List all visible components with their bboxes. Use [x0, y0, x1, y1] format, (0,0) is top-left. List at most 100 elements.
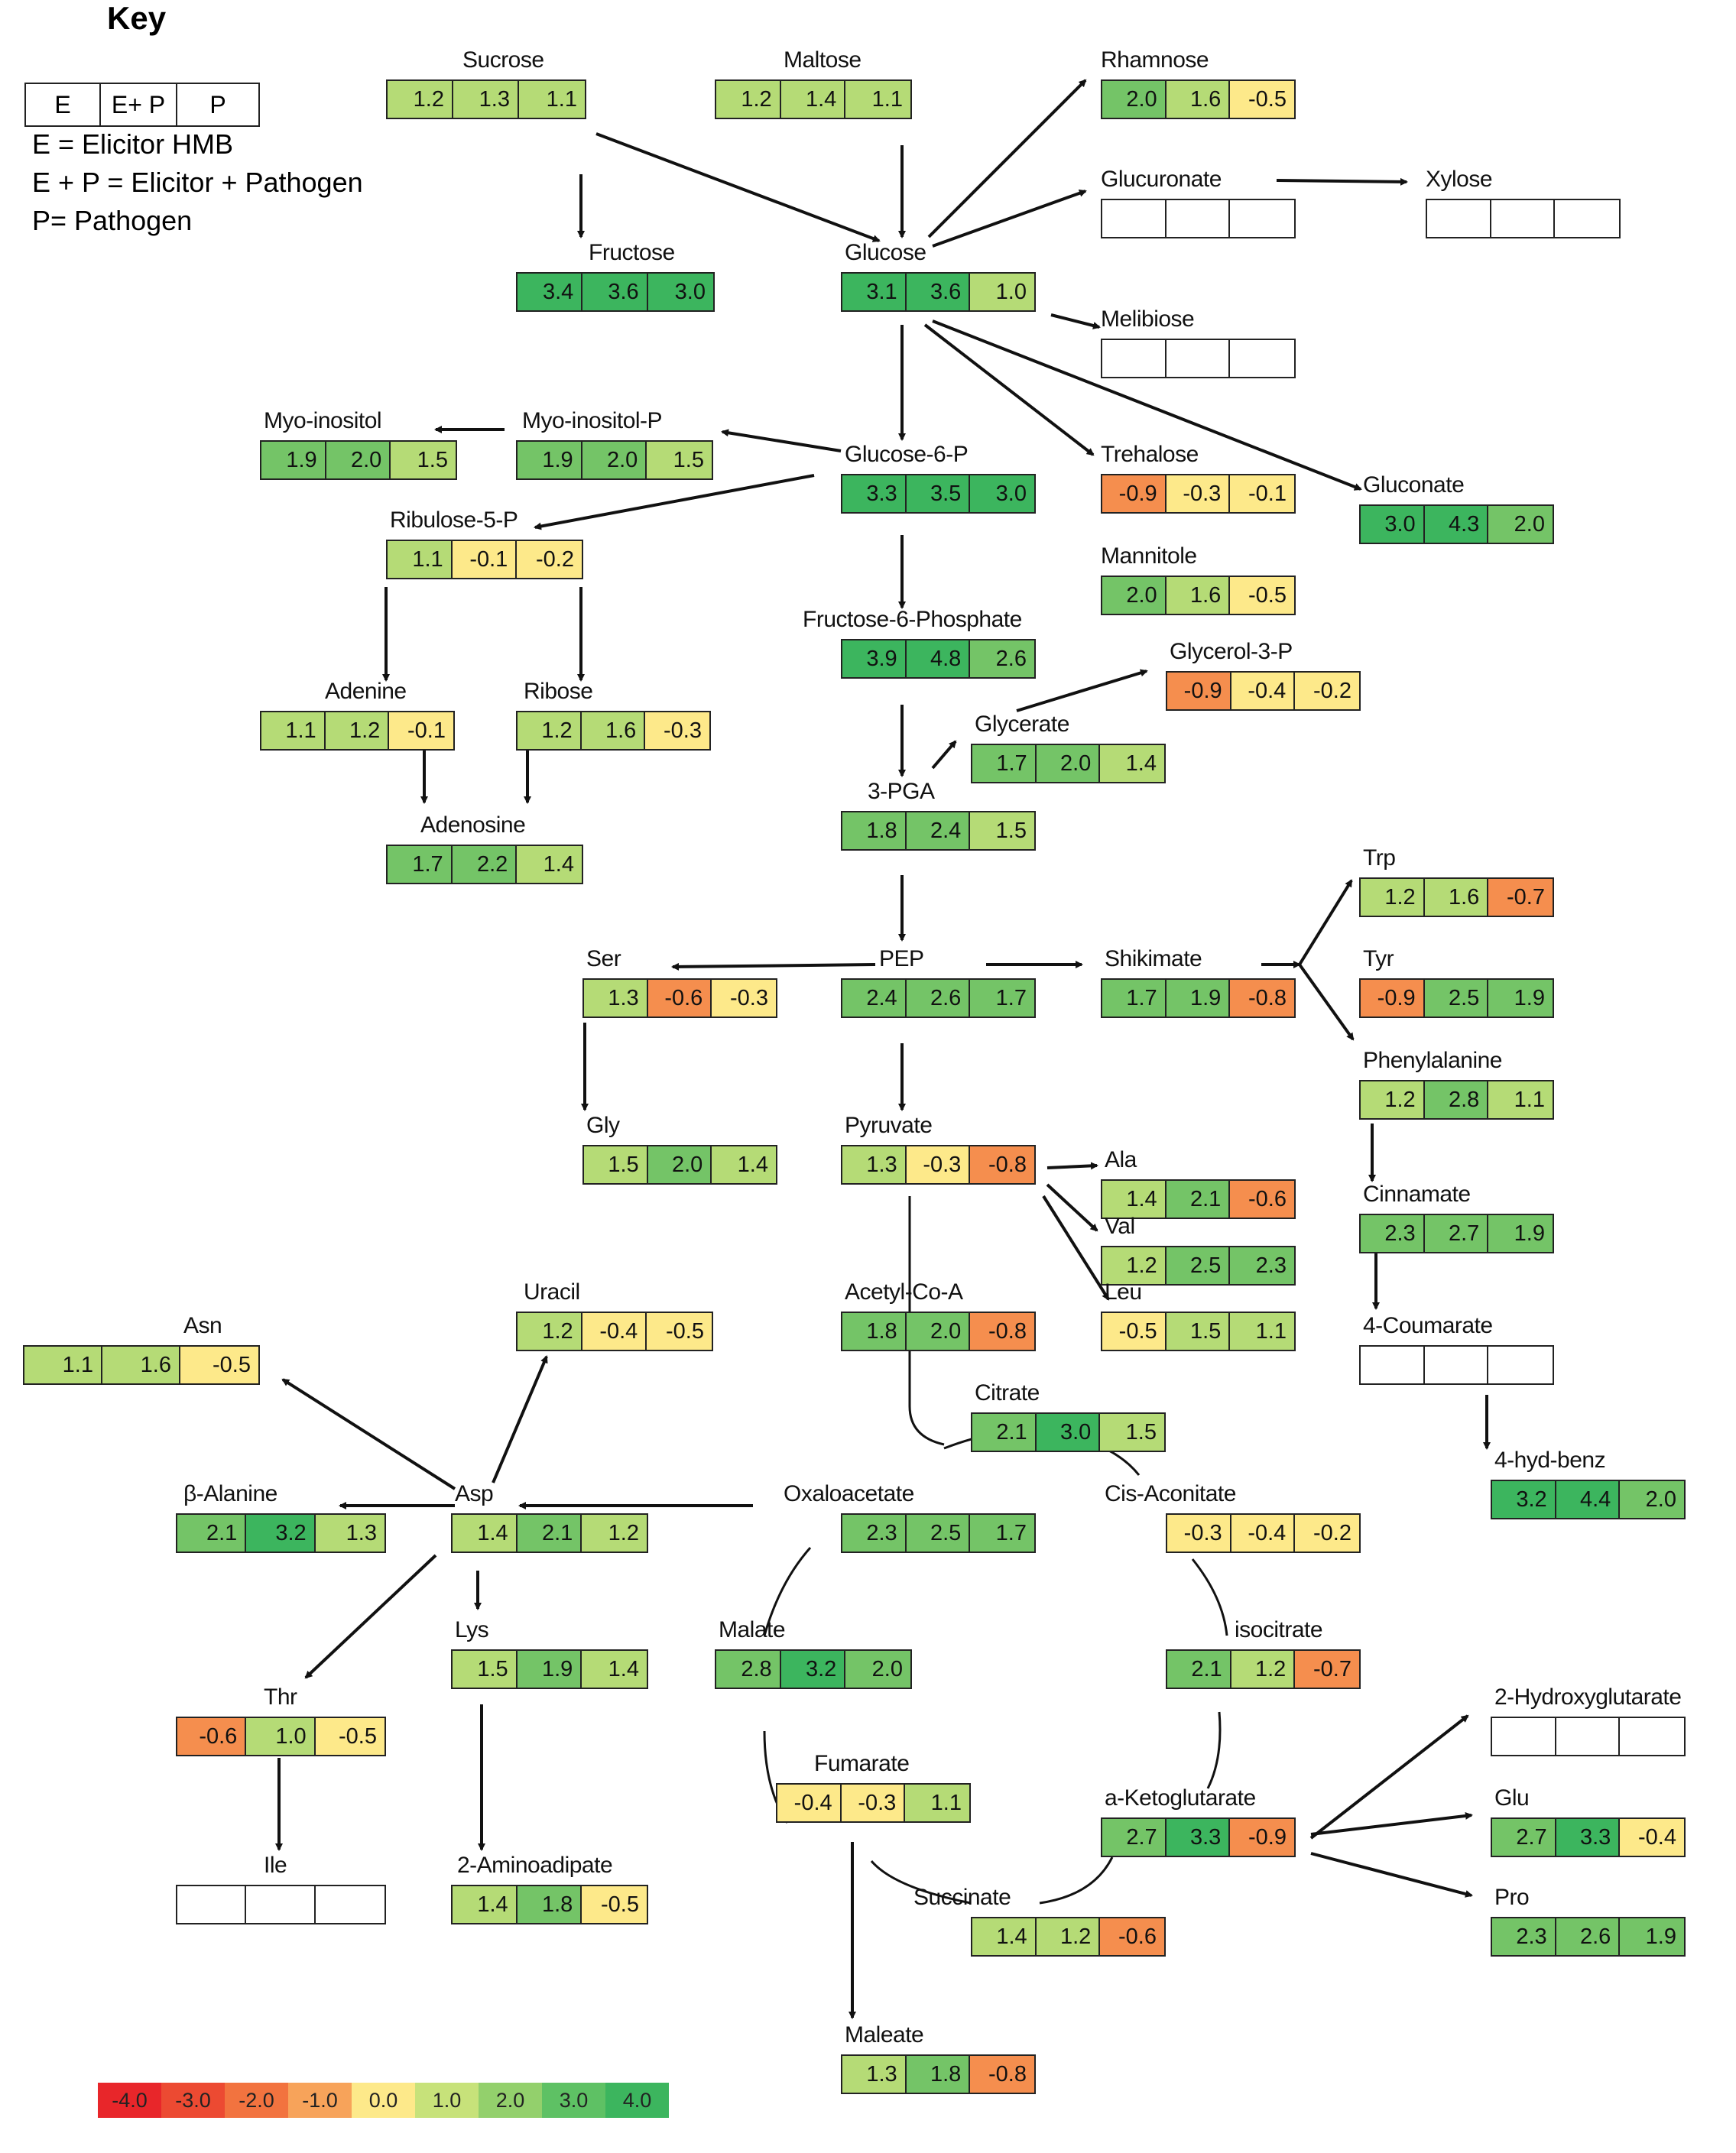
value-cell: 1.8: [842, 1313, 907, 1350]
arrow-asp-asn: [281, 1378, 456, 1490]
node-label: Pyruvate: [845, 1113, 933, 1138]
arrow-pyruvate-val: [1046, 1183, 1098, 1232]
scale-cell: 3.0: [542, 2083, 605, 2118]
value-cell: 2.3: [842, 1515, 907, 1552]
node-label: Glucuronate: [1101, 167, 1222, 192]
node-label: Shikimate: [1105, 946, 1202, 971]
value-cell: 1.4: [780, 81, 846, 118]
value-cell: 2.1: [972, 1414, 1037, 1451]
arrow-pep-ser: [671, 962, 876, 971]
node-label: Cinnamate: [1363, 1182, 1471, 1207]
value-cell: 3.2: [1492, 1481, 1556, 1518]
node-label: Myo-inositol-P: [522, 408, 663, 433]
value-cell: 2.3: [1230, 1247, 1294, 1284]
value-cell: 4.4: [1556, 1481, 1621, 1518]
value-cell: 1.1: [388, 541, 453, 578]
value-cell: 1.5: [1100, 1414, 1164, 1451]
value-cell: -0.2: [517, 541, 582, 578]
value-boxes: [176, 1885, 386, 1924]
value-cell: 1.4: [453, 1515, 518, 1552]
node-label: Asp: [455, 1481, 494, 1506]
node-label: Glu: [1494, 1785, 1530, 1811]
value-cell: 1.9: [1488, 980, 1553, 1017]
node-label: Citrate: [975, 1380, 1040, 1406]
value-cell: 2.2: [452, 846, 518, 883]
value-cell: [1492, 1718, 1556, 1755]
node-label: Ribose: [524, 679, 593, 704]
value-cell: [1427, 200, 1491, 237]
arrow-glucuronate-xylose: [1276, 177, 1408, 186]
value-cell: 1.3: [842, 2056, 907, 2093]
node-label: Ser: [586, 946, 621, 971]
node-label: Trp: [1363, 845, 1396, 871]
value-cell: -0.5: [1230, 81, 1294, 118]
scale-cell: -3.0: [161, 2083, 225, 2118]
value-cell: 2.1: [1166, 1181, 1231, 1218]
value-cell: 1.7: [970, 980, 1034, 1017]
value-cell: 3.4: [518, 274, 583, 310]
value-cell: 1.0: [970, 274, 1034, 310]
value-cell: 3.0: [1361, 506, 1425, 543]
arrow-asp-thr: [304, 1554, 437, 1679]
value-cell: 1.3: [315, 1515, 385, 1552]
value-cell: [1166, 200, 1231, 237]
key-p: P: [176, 83, 260, 127]
value-cell: 2.1: [517, 1515, 582, 1552]
value-cell: -0.4: [777, 1785, 842, 1821]
node-label: Myo-inositol: [264, 408, 382, 433]
value-cell: -0.8: [1230, 980, 1294, 1017]
value-cell: 1.8: [517, 1886, 582, 1923]
node-label: Fructose-6-Phosphate: [803, 607, 1022, 632]
node-label: Sucrose: [462, 47, 544, 73]
value-cell: -0.5: [1230, 577, 1294, 614]
curve-pyruvate-oaa: [908, 1196, 945, 1446]
value-cell: 2.7: [1102, 1819, 1167, 1856]
value-cell: -0.6: [177, 1718, 247, 1755]
value-cell: 1.4: [712, 1146, 776, 1183]
node-label: Rhamnose: [1101, 47, 1209, 73]
node-label: Gly: [586, 1113, 620, 1138]
key-legend-p: P= Pathogen: [32, 205, 193, 236]
value-cell: 1.6: [581, 712, 646, 749]
node-label: 4-Coumarate: [1363, 1313, 1493, 1338]
value-cell: 1.4: [1100, 745, 1164, 782]
value-cell: 3.0: [1036, 1414, 1101, 1451]
value-cell: -0.2: [1295, 673, 1359, 709]
value-cell: -0.3: [906, 1146, 971, 1183]
value-cell: 1.8: [906, 2056, 971, 2093]
value-cell: 1.5: [647, 442, 712, 478]
value-cell: 1.4: [453, 1886, 518, 1923]
value-cell: -0.8: [970, 1313, 1034, 1350]
value-boxes: [1359, 1345, 1554, 1385]
key-ep: E+ P: [99, 83, 177, 127]
node-label: Fumarate: [814, 1751, 910, 1776]
node-label: a-Ketoglutarate: [1105, 1785, 1256, 1811]
value-cell: 1.4: [582, 1651, 647, 1688]
value-cell: [1102, 340, 1167, 377]
key-title: Key: [107, 0, 167, 36]
arrow-3pga-glycerate: [931, 740, 957, 770]
value-cell: 1.7: [972, 745, 1037, 782]
node-label: Oxaloacetate: [784, 1481, 914, 1506]
value-cell: 4.8: [906, 640, 971, 677]
value-cell: 2.1: [1167, 1651, 1231, 1688]
arrow-shikimate-phenylalanine: [1298, 963, 1355, 1041]
node-label: Pro: [1494, 1885, 1530, 1910]
node-label: Glycerate: [975, 712, 1069, 737]
value-boxes: 1.3-0.3-0.8: [841, 1145, 1036, 1185]
value-boxes: 1.2-0.4-0.5: [516, 1312, 713, 1351]
value-cell: 2.7: [1492, 1819, 1556, 1856]
node-label: Maleate: [845, 2022, 924, 2048]
